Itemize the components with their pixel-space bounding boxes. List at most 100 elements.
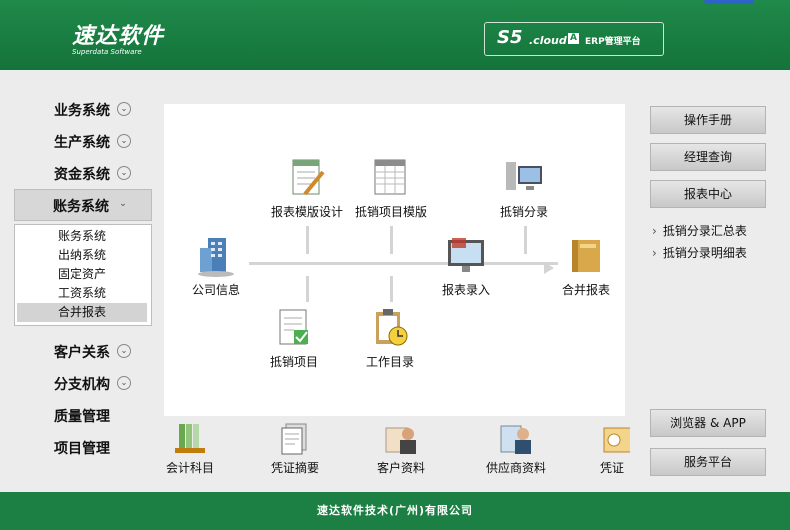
- quick-item-voucher-summary[interactable]: 凭证摘要: [260, 420, 330, 476]
- quick-item-accounts[interactable]: 会计科目: [160, 420, 220, 476]
- header: 速达软件 Superdata Software S5 .cloud A ERP管…: [0, 0, 790, 70]
- product-box: A: [568, 33, 579, 44]
- nav-label: 分支机构: [54, 377, 110, 393]
- books-icon: [175, 424, 205, 453]
- submenu-label: 合并报表: [58, 305, 107, 319]
- nav-item-projects[interactable]: 项目管理: [0, 432, 160, 462]
- nav-item-branches[interactable]: 分支机构 ⌄: [0, 368, 160, 398]
- quick-label: 会计科目: [165, 461, 214, 475]
- link-offset-detail[interactable]: ›抵销分录明细表: [652, 244, 747, 261]
- binder-icon: [572, 240, 600, 272]
- clipboard-clock-icon: [376, 309, 408, 346]
- manager-query-button[interactable]: 经理查询: [650, 143, 766, 171]
- corner-decoration: [704, 0, 754, 4]
- quick-label: 凭证摘要: [270, 461, 319, 475]
- flow-line: [498, 262, 558, 265]
- quick-item-suppliers[interactable]: 供应商资料: [476, 420, 556, 476]
- submenu-label: 固定资产: [58, 267, 107, 281]
- monitor-icon: [448, 238, 484, 272]
- flow-line: [306, 226, 309, 254]
- node-label: 合并报表: [561, 283, 610, 297]
- product-badge: S5 .cloud A ERP管理平台: [484, 22, 664, 56]
- product-big: S5: [497, 27, 523, 48]
- node-label: 抵销项目模版: [354, 205, 427, 219]
- nav-label: 生产系统: [54, 135, 110, 151]
- node-consolidated-report[interactable]: 合并报表: [556, 234, 616, 298]
- report-center-button[interactable]: 报表中心: [650, 180, 766, 208]
- node-report-input[interactable]: 报表录入: [436, 234, 496, 298]
- node-work-catalog[interactable]: 工作目录: [360, 306, 420, 370]
- manual-button[interactable]: 操作手册: [650, 106, 766, 134]
- nav-item-business[interactable]: 业务系统 ⌄: [0, 94, 160, 124]
- submenu-label: 出纳系统: [58, 248, 107, 262]
- flow-line: [390, 226, 393, 254]
- logo: 速达软件 Superdata Software: [72, 18, 164, 56]
- browser-app-button[interactable]: 浏览器 & APP: [650, 409, 766, 437]
- link-label: 抵销分录明细表: [662, 246, 747, 260]
- checklist-icon: [279, 309, 308, 345]
- submenu-item-accounting[interactable]: 账务系统: [17, 227, 147, 246]
- node-report-template-design[interactable]: 报表模版设计: [262, 156, 352, 220]
- building-icon: [198, 238, 234, 277]
- spreadsheet-icon: [374, 159, 406, 195]
- quick-label: 供应商资料: [485, 461, 546, 475]
- nav-label: 资金系统: [54, 167, 110, 183]
- folder-icon: [603, 427, 630, 453]
- node-label: 抵销项目: [269, 355, 318, 369]
- logo-en: Superdata Software: [72, 48, 142, 56]
- product-cloud: .cloud: [529, 34, 567, 47]
- product-erp: ERP管理平台: [585, 37, 641, 47]
- chevron-down-icon: ⌄: [117, 166, 131, 180]
- submenu-item-fixed-assets[interactable]: 固定资产: [17, 265, 147, 284]
- nav-item-funds[interactable]: 资金系统 ⌄: [0, 158, 160, 188]
- nav-label: 业务系统: [54, 103, 110, 119]
- accounting-submenu: 账务系统 出纳系统 固定资产 工资系统 合并报表: [14, 224, 152, 326]
- submenu-label: 账务系统: [58, 229, 107, 243]
- node-label: 抵销分录: [499, 205, 548, 219]
- nav-label: 质量管理: [54, 409, 110, 425]
- node-offset-item[interactable]: 抵销项目: [264, 306, 324, 370]
- node-company[interactable]: 公司信息: [186, 234, 246, 298]
- footer: 速达软件技术(广州)有限公司: [0, 492, 790, 530]
- chevron-right-icon: ›: [652, 224, 657, 238]
- quick-label: 凭证: [599, 461, 624, 475]
- node-offset-item-template[interactable]: 抵销项目模版: [346, 156, 436, 220]
- quick-label: 客户资料: [376, 461, 425, 475]
- submenu-item-consolidated[interactable]: 合并报表: [17, 303, 147, 322]
- quick-item-voucher[interactable]: 凭证: [594, 420, 630, 476]
- flow-line: [524, 226, 527, 254]
- flow-line: [306, 276, 309, 302]
- quick-item-customers[interactable]: 客户资料: [366, 420, 436, 476]
- submenu-item-cashier[interactable]: 出纳系统: [17, 246, 147, 265]
- nav-label: 账务系统: [53, 199, 109, 215]
- report-tools-icon: [292, 159, 325, 196]
- nav-item-accounting[interactable]: 账务系统 ⌄: [14, 189, 152, 221]
- node-label: 报表模版设计: [270, 205, 343, 219]
- flow-panel: 公司信息 报表模版设计 抵销项目模版 抵销分录: [164, 104, 625, 416]
- service-platform-button[interactable]: 服务平台: [650, 448, 766, 476]
- supplier-icon: [500, 425, 531, 454]
- flow-line: [390, 276, 393, 302]
- logo-cn: 速达软件: [72, 24, 165, 49]
- nav-item-quality[interactable]: 质量管理: [0, 400, 160, 430]
- nav-label: 项目管理: [54, 441, 110, 457]
- chevron-down-icon: ⌄: [117, 134, 131, 148]
- node-label: 工作目录: [365, 355, 414, 369]
- submenu-label: 工资系统: [58, 286, 107, 300]
- link-offset-summary[interactable]: ›抵销分录汇总表: [652, 222, 747, 239]
- node-offset-entry[interactable]: 抵销分录: [494, 156, 554, 220]
- computer-icon: [506, 162, 542, 190]
- nav-item-crm[interactable]: 客户关系 ⌄: [0, 336, 160, 366]
- quick-access-row: 会计科目 凭证摘要 客户资料 供应商资料 凭证: [160, 420, 630, 490]
- node-label: 报表录入: [441, 283, 490, 297]
- nav-item-production[interactable]: 生产系统 ⌄: [0, 126, 160, 156]
- node-label: 公司信息: [191, 283, 240, 297]
- chevron-down-icon: ⌄: [117, 344, 131, 358]
- nav-label: 客户关系: [54, 345, 110, 361]
- submenu-item-payroll[interactable]: 工资系统: [17, 284, 147, 303]
- customer-icon: [385, 427, 416, 454]
- chevron-down-icon: ⌄: [117, 376, 131, 390]
- arrow-right-icon: [544, 262, 554, 274]
- chevron-down-icon: ⌄: [119, 199, 127, 209]
- document-stack-icon: [281, 423, 307, 455]
